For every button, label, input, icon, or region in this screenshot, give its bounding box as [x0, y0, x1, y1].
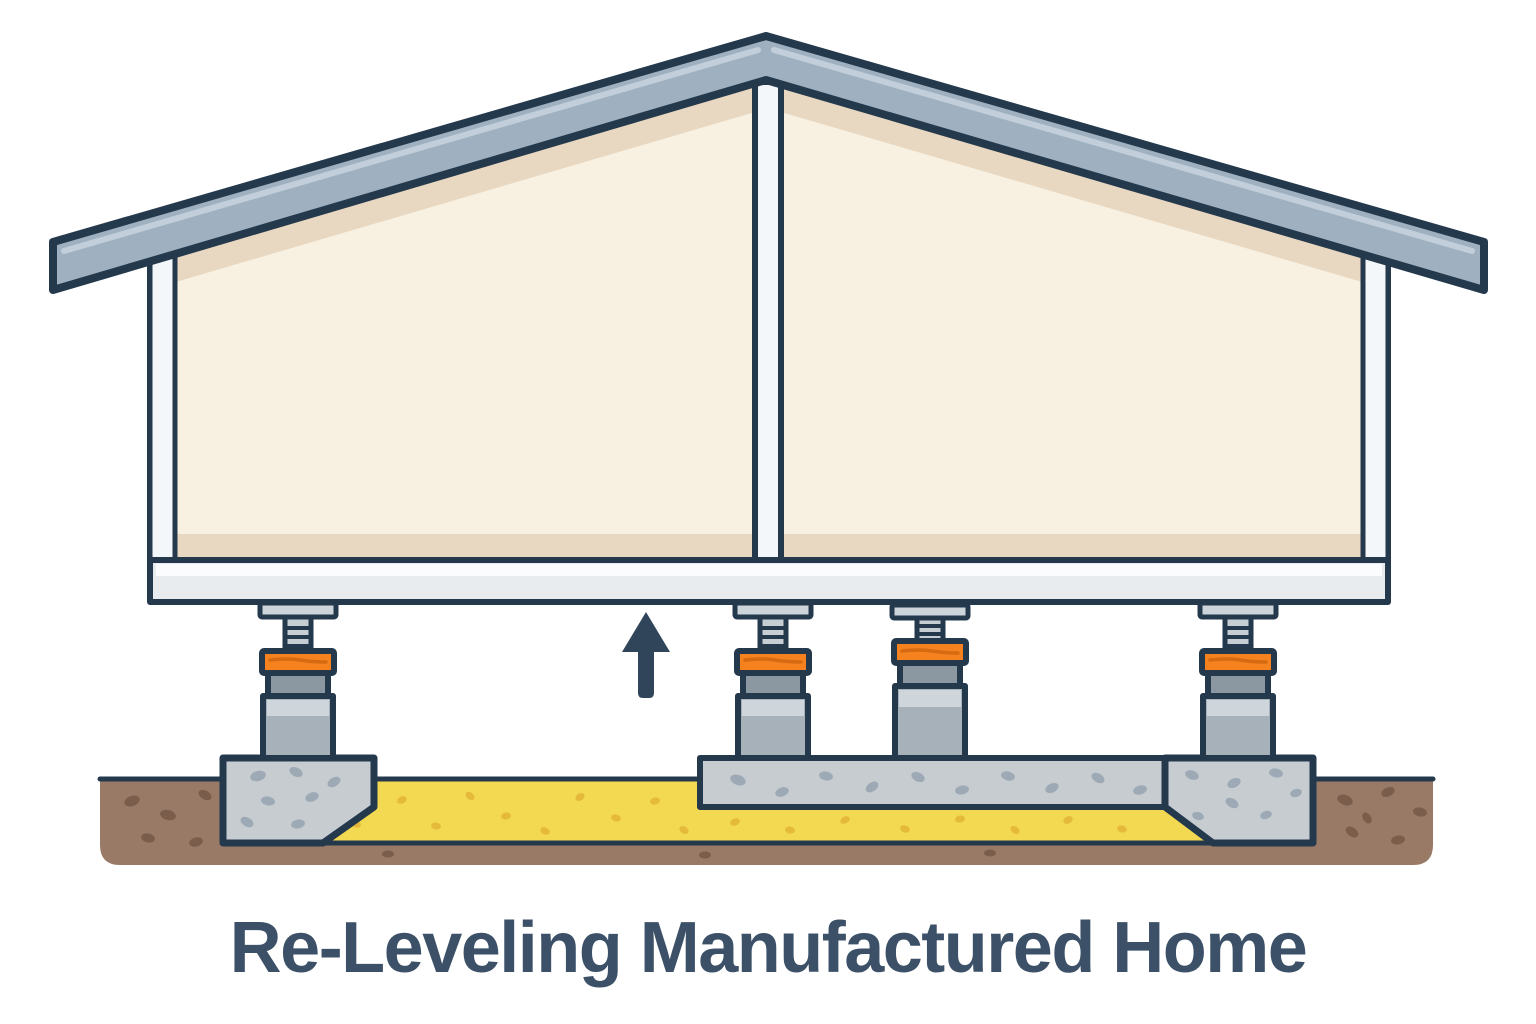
jack-4-jack-head [1205, 670, 1271, 699]
concrete-runner [697, 755, 1169, 810]
roof-edge-highlight-left [61, 47, 761, 254]
roof-panel [49, 32, 1488, 294]
jack-1-pier-cap [267, 700, 329, 716]
corner-trim-left [147, 251, 178, 563]
sand-speckles [351, 791, 1127, 835]
jack-1-rod-threads [283, 626, 313, 648]
manufactured-home [49, 32, 1488, 605]
corner-trim-right [1360, 251, 1391, 563]
jack-4-pier-cap [1207, 700, 1269, 716]
jack-3-rod-threads [915, 624, 945, 636]
jack-2-rod-threads [758, 626, 788, 648]
wall-top-band-left [176, 84, 762, 282]
jack-3-threaded-rod [914, 615, 946, 644]
jack-3-jack-head [897, 660, 963, 689]
jack-2-shim-grain [743, 657, 803, 664]
jack-4-rod-threads [1223, 626, 1253, 648]
jack-1-jack-head [265, 670, 331, 699]
jack-3-pier-cap [899, 690, 961, 707]
jack-3-shim-grain [900, 648, 960, 655]
jack-4-shim-grain [1208, 657, 1268, 664]
wall-top-band-right [774, 84, 1362, 282]
jack-stand-3 [889, 602, 971, 761]
jack-stand-4 [1197, 600, 1279, 761]
roof-edge-highlight-right [771, 47, 1475, 254]
center-marriage-post [752, 79, 784, 563]
jack-1-shim-grain [268, 657, 328, 664]
foundation [219, 754, 1317, 847]
jack-stand-1 [257, 600, 339, 761]
floor-frame-highlight [156, 564, 1382, 576]
lift-up-arrow-icon [622, 612, 670, 698]
jack-2-jack-head [740, 670, 806, 699]
diagram-title: Re-Leveling Manufactured Home [230, 908, 1307, 988]
footing-right [1161, 754, 1317, 847]
soil-speckles [124, 786, 1427, 859]
jack-2-pier-cap [742, 700, 804, 716]
jack-stand-2 [732, 600, 814, 761]
concrete-speckles [240, 766, 1302, 829]
